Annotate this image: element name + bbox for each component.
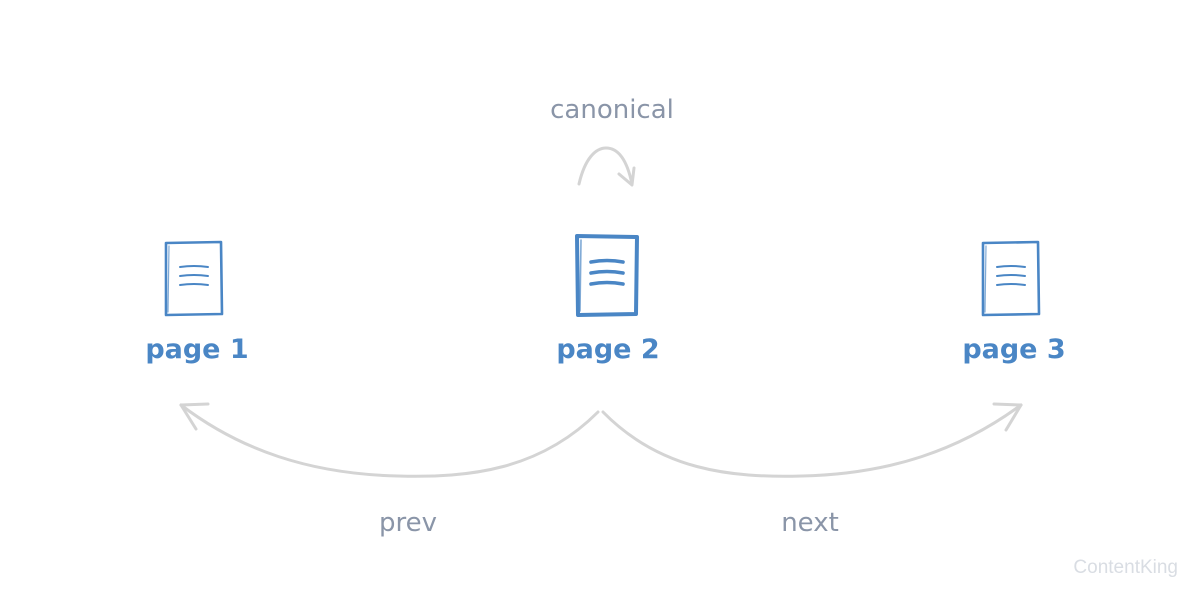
page-3-label: page 3 [962, 334, 1066, 365]
next-arrow-icon [601, 402, 1023, 478]
canonical-arrow-icon [577, 146, 636, 187]
page-1-label: page 1 [145, 334, 249, 365]
prev-label: prev [378, 508, 438, 538]
brand-logo: ContentKing [1073, 557, 1178, 578]
prev-arrow-icon [179, 402, 600, 478]
page-2-document-icon [575, 234, 639, 317]
page-2-label: page 2 [556, 334, 660, 365]
next-label: next [781, 508, 839, 538]
page-3-document-icon [981, 240, 1041, 317]
canonical-label: canonical [550, 95, 674, 125]
page-1-document-icon [164, 240, 224, 317]
